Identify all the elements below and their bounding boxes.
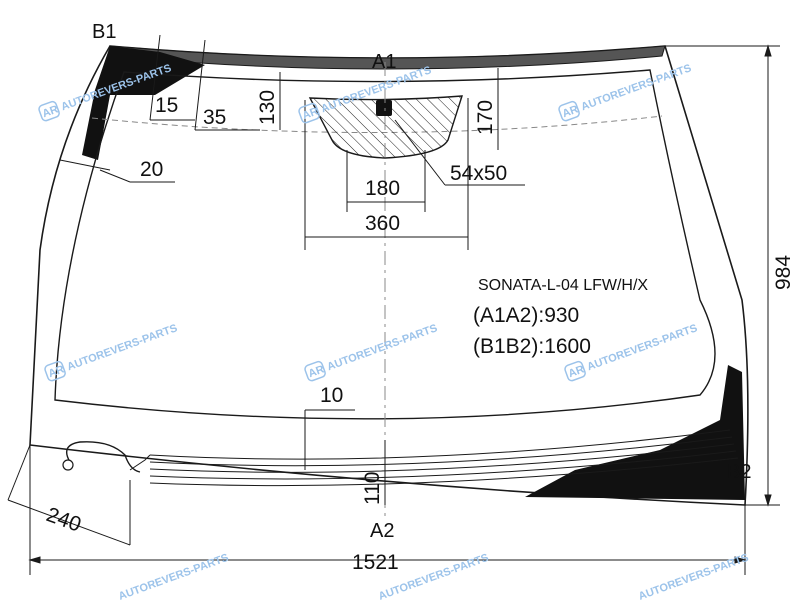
point-b1: B1	[92, 21, 116, 43]
dim-20: 20	[140, 158, 163, 181]
watermark-9: AUTOREVERS-PARTS	[637, 552, 750, 600]
dim-180: 180	[365, 177, 400, 200]
part-a1a2: (A1A2):930	[473, 304, 579, 327]
svg-text:AUTOREVERS-PARTS: AUTOREVERS-PARTS	[66, 322, 179, 373]
svg-text:AUTOREVERS-PARTS: AUTOREVERS-PARTS	[117, 552, 230, 600]
mirror-bracket	[376, 100, 392, 116]
point-a2: A2	[370, 520, 394, 542]
watermark-5: AR AUTOREVERS-PARTS	[304, 322, 439, 382]
corner-ceramic-b1	[82, 46, 205, 160]
svg-text:AR: AR	[41, 103, 60, 120]
dim-10: 10	[320, 384, 343, 407]
heating-lines	[129, 429, 739, 487]
watermark-4: AR AUTOREVERS-PARTS	[44, 322, 179, 382]
svg-text:AUTOREVERS-PARTS: AUTOREVERS-PARTS	[637, 552, 750, 600]
watermark-3: AR AUTOREVERS-PARTS	[558, 62, 693, 122]
dim-35: 35	[203, 106, 226, 129]
svg-text:AR: AR	[301, 105, 320, 122]
svg-text:AUTOREVERS-PARTS: AUTOREVERS-PARTS	[326, 322, 439, 373]
shade-band-line	[91, 115, 663, 133]
part-code: SONATA-L-04 LFW/H/X	[478, 277, 648, 294]
point-b2: B2	[727, 461, 751, 483]
dimension-lines	[7, 34, 780, 575]
svg-text:AUTOREVERS-PARTS: AUTOREVERS-PARTS	[586, 322, 699, 373]
svg-text:AR: AR	[567, 363, 586, 380]
heating-cable	[66, 441, 141, 473]
svg-text:AR: AR	[561, 103, 580, 120]
inner-outline	[54, 69, 716, 420]
dim-170: 170	[474, 100, 497, 135]
watermark-7: AUTOREVERS-PARTS	[117, 552, 230, 600]
dim-360: 360	[365, 212, 400, 235]
dim-130: 130	[256, 90, 279, 125]
cable-connector	[62, 459, 74, 471]
corner-ceramic-b2	[525, 365, 745, 500]
dim-110: 110	[361, 472, 384, 505]
svg-text:AR: AR	[307, 363, 326, 380]
dim-15: 15	[155, 94, 178, 117]
part-b1b2: (B1B2):1600	[473, 335, 591, 358]
dim-54x50: 54x50	[450, 162, 507, 185]
svg-text:AR: AR	[47, 363, 66, 380]
dim-1521: 1521	[352, 551, 399, 574]
dim-240: 240	[43, 503, 84, 537]
point-a1: A1	[372, 51, 396, 73]
dim-984: 984	[772, 255, 795, 290]
mirror-mount-area	[308, 95, 463, 159]
upper-ceramic-band	[109, 45, 666, 70]
svg-text:AUTOREVERS-PARTS: AUTOREVERS-PARTS	[580, 62, 693, 113]
